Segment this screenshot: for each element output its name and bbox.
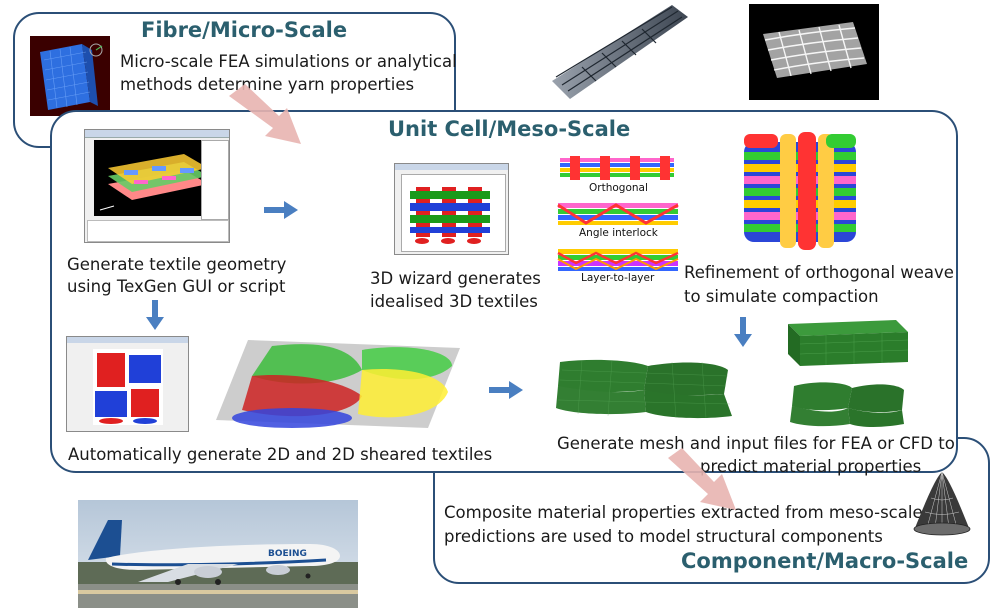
generate-geometry-line1: Generate textile geometry [67, 255, 287, 274]
fibre-scale-desc-line1: Micro-scale FEA simulations or analytica… [120, 52, 457, 71]
weave-orthogonal-image [556, 154, 678, 182]
mesh-line2: predict material properties [700, 457, 922, 476]
macro-scale-title: Component/Macro-Scale [681, 549, 969, 573]
mesh-block-image [786, 318, 912, 430]
macro-scale-desc-line1: Composite material properties extracted … [444, 503, 923, 522]
weave-angle-interlock-image [556, 199, 680, 227]
3d-wizard-line2: idealised 3D textiles [370, 292, 538, 311]
woven-fabric-image [552, 3, 688, 99]
meso-scale-title: Unit Cell/Meso-Scale [388, 117, 631, 141]
fibre-scale-title: Fibre/Micro-Scale [141, 18, 348, 42]
flow-arrow-down-1 [146, 300, 164, 330]
refinement-line2: to simulate compaction [684, 287, 879, 306]
svg-text:BOEING: BOEING [268, 549, 307, 559]
3d-wizard-line1: 3D wizard generates [370, 269, 541, 288]
compacted-weave-image [740, 128, 860, 254]
auto-generate-2d-text: Automatically generate 2D and 2D sheared… [68, 445, 493, 464]
fibre-scale-desc-line2: methods determine yarn properties [120, 75, 415, 94]
3d-wizard-window [394, 163, 509, 255]
fibre-render-image [30, 36, 110, 116]
airplane-photo: BOEING [78, 500, 358, 608]
2d-sheared-textile-image [212, 336, 466, 436]
scale-arrow-fibre-to-meso [229, 84, 301, 144]
texgen-gui-window [84, 129, 230, 243]
weave-label-orthogonal: Orthogonal [589, 182, 648, 194]
flow-arrow-right-2 [489, 381, 523, 399]
flow-arrow-down-2 [734, 317, 752, 347]
macro-scale-desc-line2: predictions are used to model structural… [444, 527, 883, 546]
scale-arrow-meso-to-macro [668, 448, 736, 510]
woven-fabric-xray-image [749, 4, 879, 100]
cone-mesh-image [905, 468, 979, 542]
2d-wizard-window [66, 336, 189, 432]
mesh-image [552, 356, 737, 422]
flow-arrow-right-1 [264, 201, 298, 219]
weave-layer-to-layer-image [556, 245, 680, 273]
generate-geometry-line2: using TexGen GUI or script [67, 277, 286, 296]
mesh-line1: Generate mesh and input files for FEA or… [557, 434, 955, 453]
refinement-line1: Refinement of orthogonal weave [684, 263, 954, 282]
weave-label-angle-interlock: Angle interlock [579, 227, 658, 239]
weave-label-layer-to-layer: Layer-to-layer [581, 272, 655, 284]
